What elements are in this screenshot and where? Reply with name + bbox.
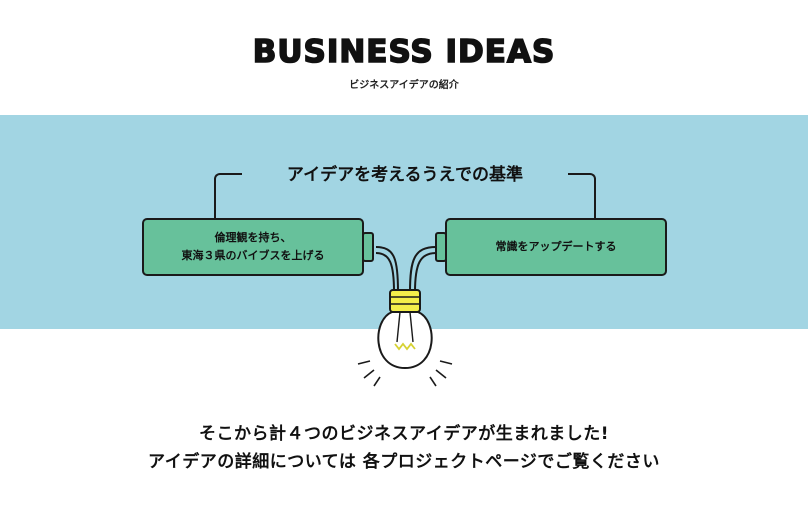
battery-ethics-line-1: 倫理観を持ち、 <box>214 231 292 245</box>
battery-update-label: 常識をアップデートする <box>495 240 617 254</box>
heading-bracket-left <box>214 173 242 219</box>
summary-line-2: アイデアの詳細については 各プロジェクトページでご覧ください <box>148 452 660 472</box>
battery-ethics-terminal <box>362 232 374 262</box>
battery-ethics-line-2: 東海３県のバイブスを上げる <box>181 249 325 262</box>
summary-line-1: そこから計４つのビジネスアイデアが生まれました! <box>199 424 609 444</box>
page-subtitle: ビジネスアイデアの紹介 <box>349 80 459 91</box>
battery-update: 常識をアップデートする <box>445 218 667 276</box>
battery-ethics: 倫理観を持ち、 東海３県のバイブスを上げる <box>142 218 364 276</box>
heading-bracket-right <box>568 173 596 219</box>
lightbulb-icon <box>357 246 453 387</box>
criteria-heading: アイデアを考えるうえでの基準 <box>286 165 524 185</box>
page-title: BUSINESS IDEAS <box>252 33 556 71</box>
